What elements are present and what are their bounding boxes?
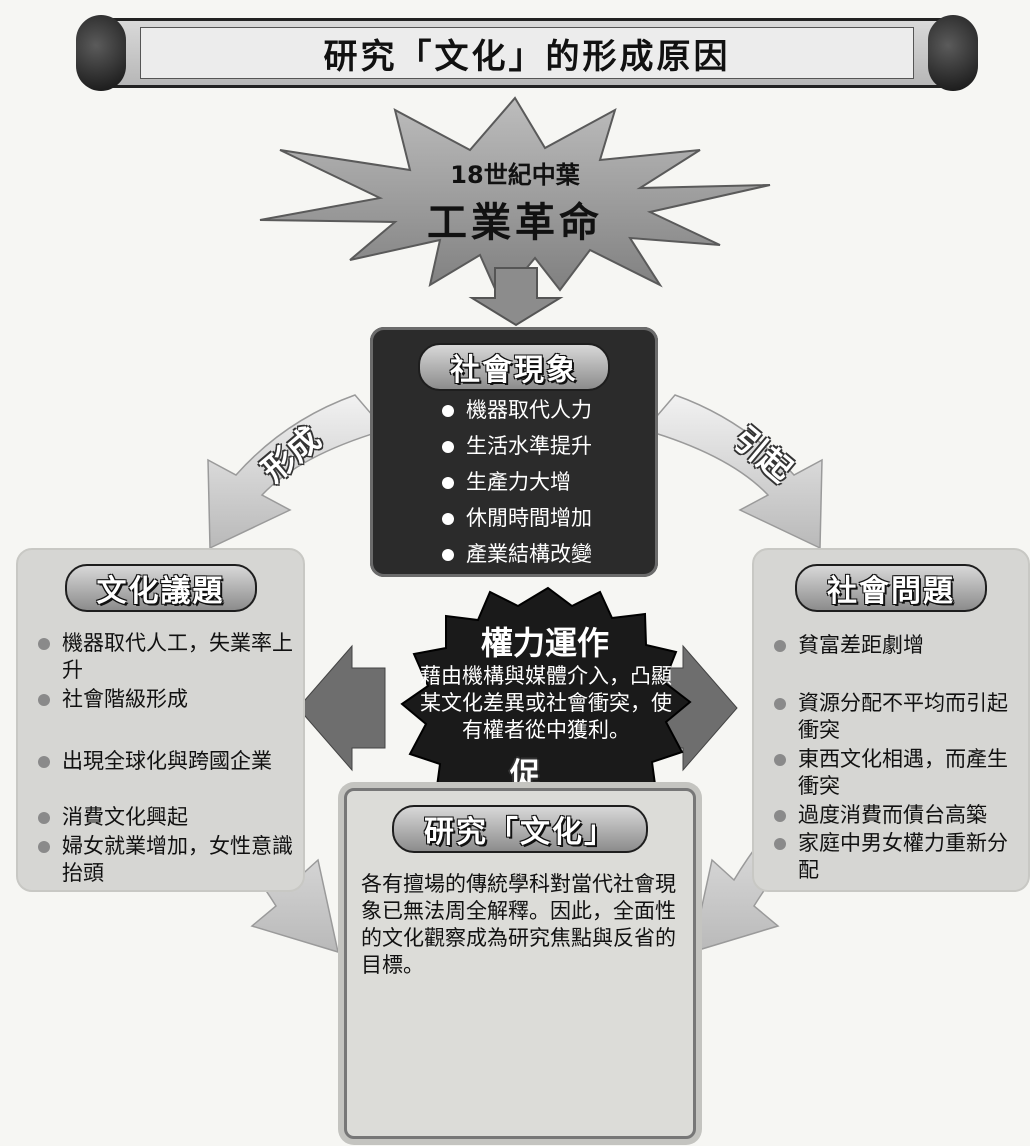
starburst-shape (259, 96, 771, 302)
list-item: 家庭中男女權力重新分配 (768, 830, 1018, 884)
list-item: 生活水準提升 (436, 433, 592, 460)
diagram-title: 研究「文化」的形成原因 (323, 36, 731, 77)
social-phenomena-heading: 社會現象 (418, 343, 610, 391)
social-problems-box: 社會問題 貧富差距劇增 資源分配不平均而引起衝突 東西文化相遇，而產生衝突 過度… (752, 548, 1030, 892)
arrow-to-cultural-issues (297, 644, 386, 772)
list-item: 東西文化相遇，而產生衝突 (768, 746, 1018, 800)
list-item: 過度消費而債台高築 (768, 802, 1018, 829)
bullet-icon (442, 513, 454, 525)
item-text: 貧富差距劇增 (798, 633, 924, 657)
item-text: 家庭中男女權力重新分配 (798, 831, 1008, 882)
cultural-issues-box: 文化議題 機器取代人工，失業率上升 社會階級形成 出現全球化與跨國企業 消費文化… (16, 548, 305, 892)
bullet-icon (442, 405, 454, 417)
list-item: 婦女就業增加，女性意識抬頭 (32, 833, 293, 887)
down-arrow (468, 267, 564, 327)
list-item: 出現全球化與跨國企業 (32, 748, 293, 775)
item-text: 婦女就業增加，女性意識抬頭 (62, 834, 293, 885)
list-item: 社會階級形成 (32, 686, 293, 713)
list-item: 產業結構改變 (436, 541, 592, 568)
arrow-cause (643, 394, 823, 550)
list-item: 貧富差距劇增 (768, 632, 1018, 659)
list-item: 消費文化興起 (32, 804, 293, 831)
bullet-icon (774, 754, 786, 766)
bullet-icon (774, 838, 786, 850)
research-box: 研究「文化」 各有擅場的傳統學科對當代社會現象已無法周全解釋。因此，全面性的文化… (344, 788, 696, 1139)
bullet-icon (38, 638, 50, 650)
bullet-icon (442, 549, 454, 561)
item-text: 生活水準提升 (466, 434, 592, 458)
item-text: 機器取代人工，失業率上升 (62, 631, 293, 682)
bullet-icon (442, 441, 454, 453)
title-plate: 研究「文化」的形成原因 (140, 27, 914, 79)
banner-cap-left (76, 15, 126, 91)
bullet-icon (774, 698, 786, 710)
item-text: 機器取代人力 (466, 398, 592, 422)
power-body: 藉由機構與媒體介入，凸顯某文化差異或社會衝突，使有權者從中獲利。 (420, 664, 672, 742)
list-item: 資源分配不平均而引起衝突 (768, 690, 1018, 744)
item-text: 消費文化興起 (62, 805, 188, 829)
item-text: 休閒時間增加 (466, 506, 592, 530)
item-text: 生產力大增 (466, 470, 571, 494)
power-heading: 權力運作 (480, 624, 609, 662)
research-body: 各有擅場的傳統學科對當代社會現象已無法周全解釋。因此，全面性的文化觀察成為研究焦… (361, 872, 676, 977)
list-item: 生產力大增 (436, 469, 592, 496)
cultural-issues-heading: 文化議題 (64, 564, 257, 612)
social-problems-heading: 社會問題 (795, 564, 987, 612)
item-text: 資源分配不平均而引起衝突 (798, 691, 1008, 742)
item-text: 社會階級形成 (62, 687, 188, 711)
bullet-icon (38, 812, 50, 824)
list-item: 機器取代人力 (436, 397, 592, 424)
bullet-icon (774, 810, 786, 822)
bullet-icon (38, 841, 50, 853)
social-phenomena-list: 機器取代人力 生活水準提升 生產力大增 休閒時間增加 產業結構改變 (436, 397, 592, 577)
bullet-icon (38, 694, 50, 706)
bullet-icon (38, 756, 50, 768)
social-phenomena-box: 社會現象 機器取代人力 生活水準提升 生產力大增 休閒時間增加 產業結構改變 (370, 327, 658, 577)
item-text: 出現全球化與跨國企業 (62, 749, 272, 773)
title-banner: 研究「文化」的形成原因 (76, 15, 978, 91)
bullet-icon (442, 477, 454, 489)
trigger-era: 18世紀中葉 (450, 161, 580, 189)
banner-cap-right (928, 15, 978, 91)
list-item: 休閒時間增加 (436, 505, 592, 532)
item-text: 產業結構改變 (466, 542, 592, 566)
trigger-event: 工業革命 (427, 199, 603, 246)
item-text: 東西文化相遇，而產生衝突 (798, 747, 1008, 798)
list-item: 機器取代人工，失業率上升 (32, 630, 293, 684)
research-heading: 研究「文化」 (392, 805, 648, 853)
item-text: 過度消費而債台高築 (798, 803, 987, 827)
bullet-icon (774, 640, 786, 652)
